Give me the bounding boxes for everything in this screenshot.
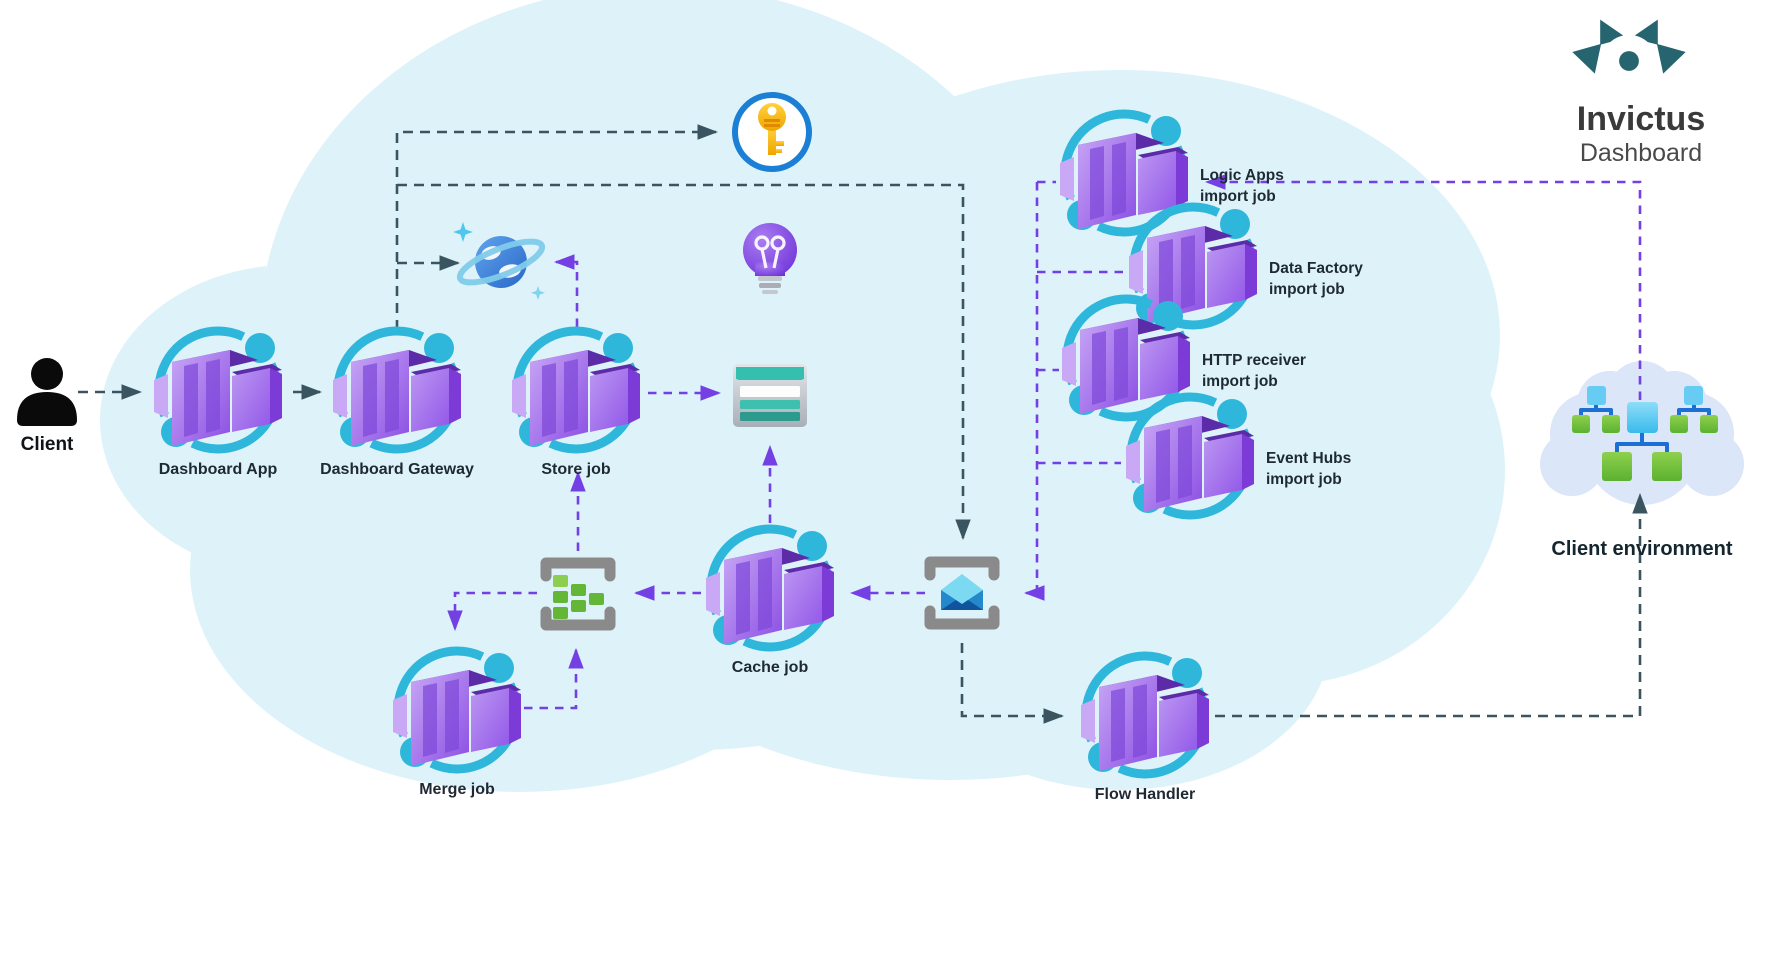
edge-flow-handler-to-client-environment bbox=[1215, 492, 1648, 718]
flow-handler-label: Flow Handler bbox=[1094, 786, 1196, 803]
brand-title: Invictus bbox=[1576, 100, 1706, 138]
node-event-hubs-import-job: Event Hubs import job bbox=[1120, 386, 1351, 526]
lightbulb-icon bbox=[734, 220, 806, 304]
brand-subtitle: Dashboard bbox=[1579, 138, 1703, 167]
node-store-job: Store job bbox=[506, 320, 646, 479]
cache-job-label: Cache job bbox=[731, 659, 809, 676]
table-storage-icon bbox=[733, 364, 807, 427]
node-dashboard-gateway: Dashboard Gateway bbox=[320, 320, 474, 479]
dashboard-gateway-label: Dashboard Gateway bbox=[320, 461, 474, 478]
edge-queue-to-merge-job bbox=[447, 591, 537, 632]
node-client: Client bbox=[8, 358, 86, 456]
invictus-logo-icon bbox=[1566, 16, 1692, 106]
edge-import-jobs-to-service-bus bbox=[1023, 182, 1045, 601]
container-icon bbox=[148, 320, 288, 460]
node-merge-job: Merge job bbox=[387, 640, 527, 799]
node-flow-handler: Flow Handler bbox=[1075, 645, 1215, 804]
cosmos-db-icon bbox=[443, 214, 559, 310]
client-environment-label: Client environment bbox=[1551, 538, 1733, 560]
dashboard-app-label: Dashboard App bbox=[158, 461, 278, 478]
container-icon bbox=[327, 320, 467, 460]
key-vault-icon bbox=[731, 91, 813, 173]
node-data-factory-import-job: Data Factory import job bbox=[1123, 196, 1363, 336]
edge-service-bus-to-flow-handler bbox=[960, 643, 1065, 724]
container-icon bbox=[387, 640, 527, 780]
container-icon bbox=[506, 320, 646, 460]
container-icon bbox=[1120, 386, 1260, 526]
node-dashboard-app: Dashboard App bbox=[148, 320, 288, 479]
node-cache-job: Cache job bbox=[700, 518, 840, 677]
edge-store-job-to-cosmos-db bbox=[553, 254, 579, 327]
edge-merge-job-to-queue bbox=[524, 647, 584, 710]
edge-gateway-to-service-bus bbox=[397, 183, 971, 541]
container-icon bbox=[1075, 645, 1215, 785]
message-queue-icon bbox=[533, 549, 623, 639]
container-icon bbox=[700, 518, 840, 658]
event-hubs-import-label: Event Hubs import job bbox=[1266, 450, 1352, 488]
person-icon bbox=[12, 358, 82, 428]
http-receiver-import-label: HTTP receiver import job bbox=[1202, 352, 1306, 390]
node-http-receiver-import-job: HTTP receiver import job bbox=[1056, 288, 1306, 428]
store-job-label: Store job bbox=[541, 461, 611, 478]
service-bus-icon bbox=[917, 548, 1007, 638]
brand-block: Invictus Dashboard bbox=[1566, 16, 1716, 167]
merge-job-label: Merge job bbox=[419, 781, 495, 798]
data-factory-import-label: Data Factory import job bbox=[1269, 260, 1363, 298]
edge-client-environment-to-logic-apps bbox=[1204, 174, 1642, 400]
edge-gateway-to-key-vault bbox=[395, 124, 719, 330]
client-label: Client bbox=[20, 434, 74, 455]
